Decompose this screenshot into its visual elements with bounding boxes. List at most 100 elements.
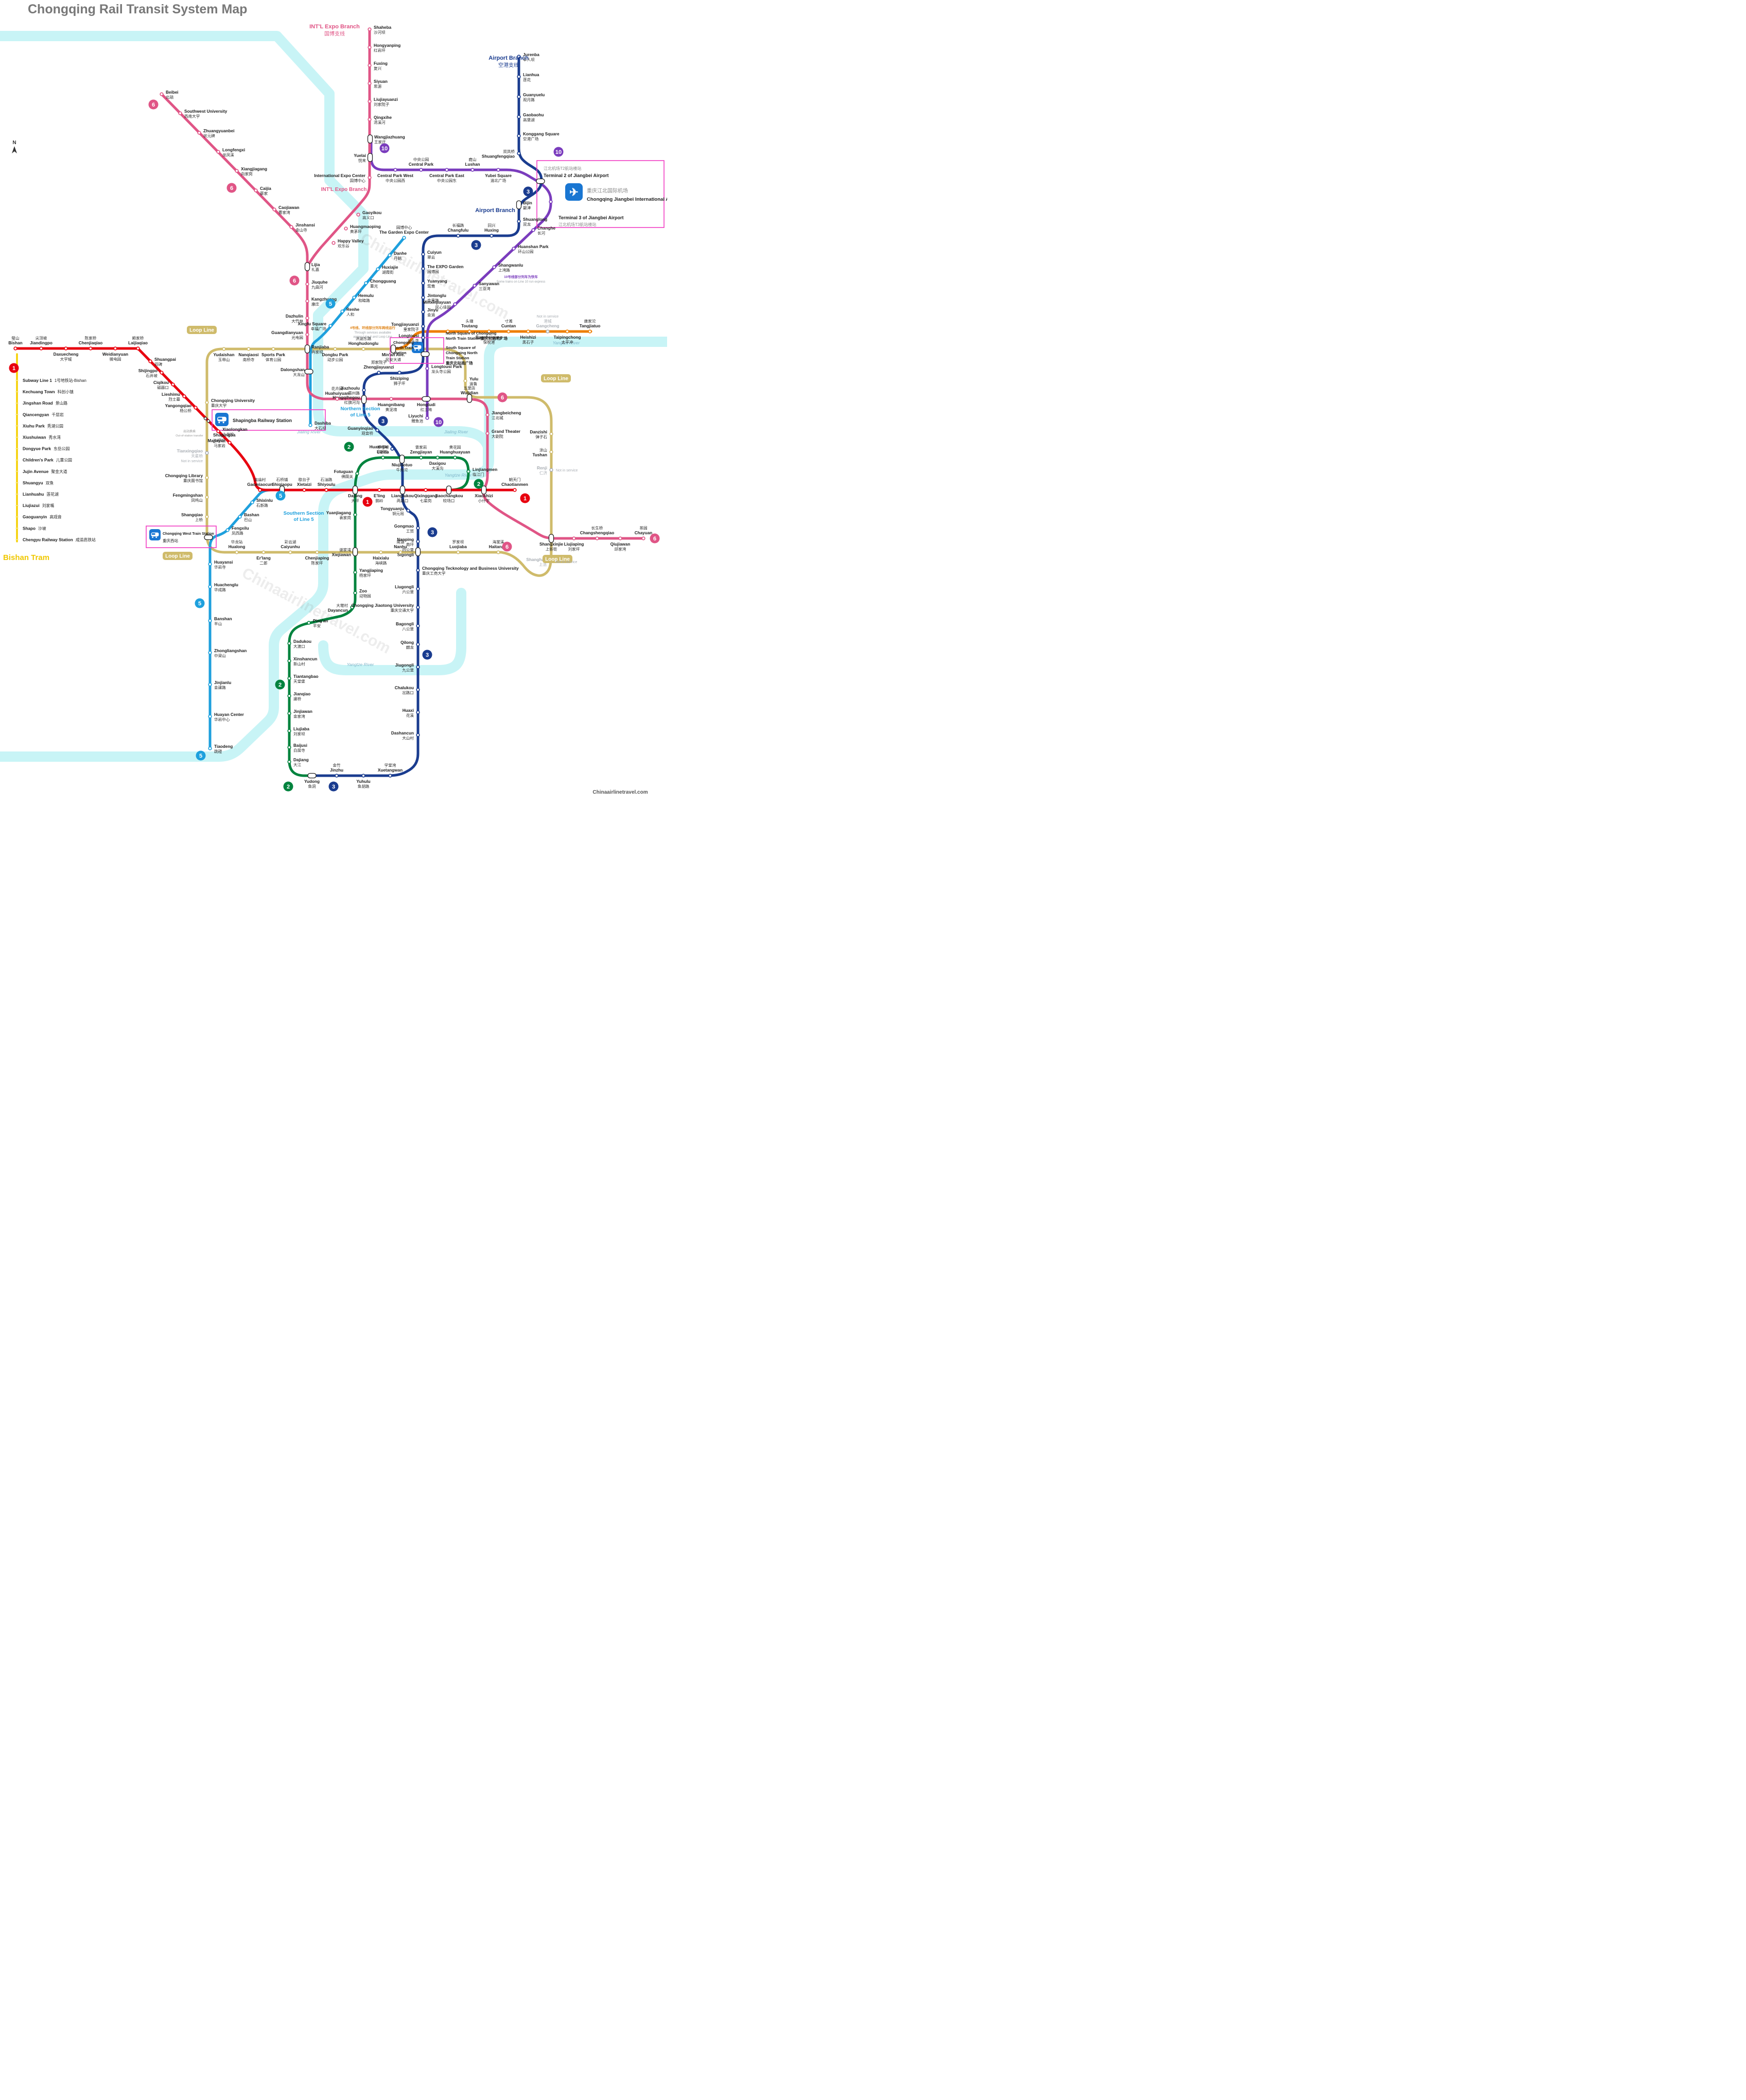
station-label: Sports Park [261, 353, 285, 357]
station-marker [353, 570, 357, 574]
station-label: Beibei [166, 90, 179, 95]
misc-label-25: Chongqing North [446, 351, 478, 355]
station-marker [485, 413, 490, 417]
station-label: Dalongshan [281, 367, 305, 372]
station-marker [368, 45, 372, 49]
station-label: 园博园 [427, 269, 439, 274]
station-label: Zhuangyuanbei [203, 129, 235, 133]
station-label: 寸滩 [504, 319, 513, 324]
line-badge-circle [422, 650, 432, 660]
station-label: 彩云湖 [285, 539, 296, 545]
station-marker [416, 688, 420, 692]
station-label: 民心佳园 [435, 304, 451, 309]
station-label: 两路口 [397, 498, 409, 503]
train-window [151, 533, 155, 535]
station-label: Danzishi [530, 430, 547, 434]
station-marker [13, 346, 18, 351]
station-marker [288, 550, 292, 554]
station-marker [421, 324, 425, 328]
station-label: Yuhulu [356, 779, 370, 784]
river-label-0: Jialing River [296, 429, 321, 434]
station-label: 半山 [214, 621, 222, 626]
station-marker [368, 99, 372, 103]
station-label: 清溪河 [374, 119, 386, 125]
tram-stop-lianhuahu [15, 493, 19, 496]
line-badge-circle [433, 417, 444, 427]
station-label: 玉带山 [218, 357, 230, 362]
station-marker [496, 168, 500, 172]
station-label: Cuiyun [427, 250, 442, 255]
station-shapingba [203, 416, 211, 423]
north-station-box-text-1: North Train [393, 345, 414, 350]
station-marker [368, 117, 372, 121]
loop-line-badge-0: Loop Line [187, 326, 217, 334]
loop-badge-bg [543, 555, 572, 563]
station-marker [618, 536, 622, 540]
station-label: Baoshuigang [476, 335, 502, 340]
line-badge-number: 1 [366, 499, 369, 505]
station-label: 平安 [313, 623, 321, 628]
line-badge-circle [471, 240, 481, 250]
station-marker [416, 568, 420, 572]
line-badge-circle [9, 363, 19, 373]
station-label: Yuelai [354, 153, 366, 158]
station-label: Shaheba [374, 25, 392, 30]
station-marker [470, 168, 475, 172]
station-label: Hongyanping [374, 43, 400, 48]
station-label: 上浩 [539, 562, 547, 567]
interchange-marker [481, 485, 487, 495]
station-label: Tianxingqiao [177, 449, 203, 453]
station-label: Jiaochangkou [434, 494, 463, 498]
station-label: Shuanglong [523, 217, 547, 222]
misc-label-29: Not in service [555, 561, 578, 564]
station-label: 大竹林 [291, 318, 303, 323]
station-label: Dashiba [315, 421, 331, 426]
north-station-box-text-0: Chongqing [393, 340, 414, 345]
station-label: Yangongqiao [165, 404, 191, 408]
station-label: 状元碑 [203, 133, 215, 138]
station-marker [485, 431, 490, 435]
loop-badge-text: Loop Line [165, 554, 190, 559]
station-label: 大堰村 [336, 603, 348, 608]
station-label: Tongyuanju [380, 506, 404, 511]
interchange-marker [304, 344, 310, 354]
tram-stop-liujiazui [15, 504, 19, 507]
station-label: 冉家坝 [311, 349, 323, 354]
station-label: 重庆图书馆 [183, 478, 203, 483]
station-label: Cuntan [501, 324, 516, 328]
station-label: Dadukou [293, 639, 311, 644]
interchange-marker [446, 485, 452, 495]
station-label: Fengxilu [232, 526, 249, 531]
interchange-marker [307, 773, 317, 779]
station-label: Huanghuayuan [440, 450, 470, 454]
station-marker [208, 746, 212, 750]
misc-label-4: INT'L Expo Branch [321, 187, 367, 192]
interchange-marker [204, 534, 213, 540]
shapingba-box: Shapingba Railway Station [212, 409, 326, 431]
line-badge-5-642: 5 [325, 299, 336, 309]
line-badge-number: 3 [475, 242, 478, 249]
station-label: 凤西路 [232, 530, 243, 535]
station-label: Huayansi [214, 560, 233, 565]
station-label: Caojiawan [278, 205, 300, 210]
